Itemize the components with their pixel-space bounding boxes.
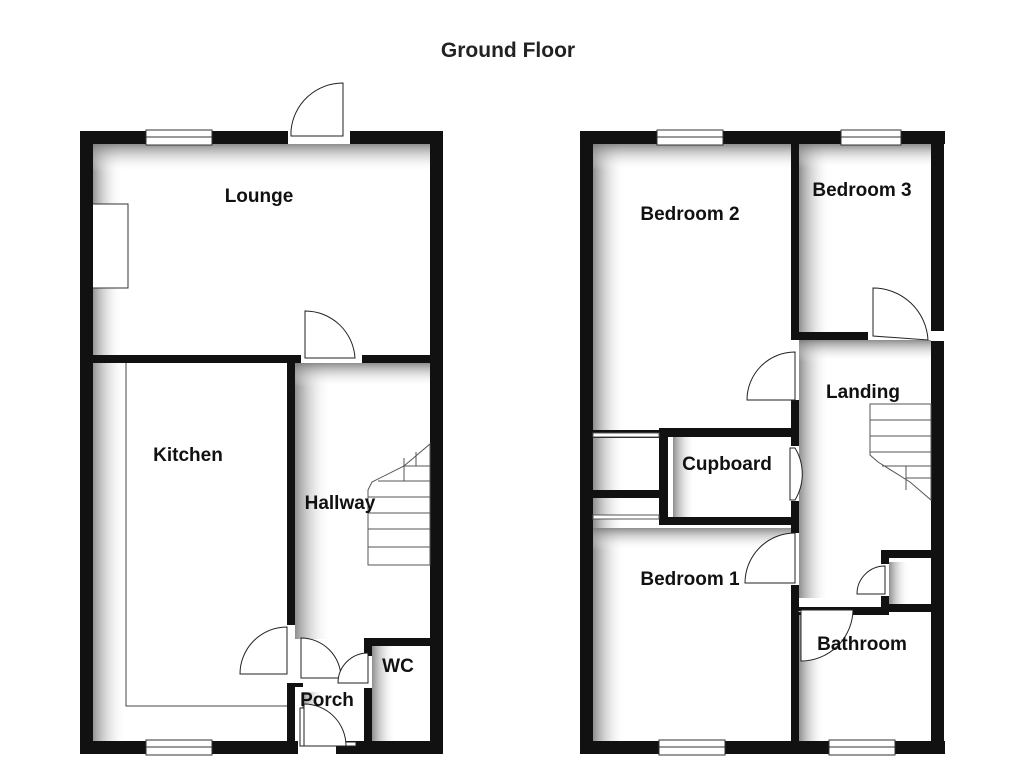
door-swing [856,565,886,595]
staircase [367,442,431,566]
door-swing [789,447,803,501]
room-label-porch: Porch [300,690,354,711]
room-label-bedroom-1: Bedroom 1 [640,569,740,590]
door-swing [304,310,356,359]
room-label-landing: Landing [826,382,900,403]
door-swing [290,82,344,137]
door-swing [800,609,854,662]
room-label-hallway: Hallway [305,493,376,514]
door-swing [337,652,369,684]
door-swing [872,287,929,341]
room-label-lounge: Lounge [225,186,294,207]
room-label-cupboard: Cupboard [682,454,772,475]
kitchen-worktop [125,363,289,707]
fireplace [91,203,129,289]
door-swing [300,637,342,679]
plan-title: Ground Floor [441,39,575,62]
door-swing [744,532,796,584]
left-building: Lounge Kitchen Hallway Porch WC [80,82,443,756]
room-label-bedroom-2: Bedroom 2 [640,204,739,225]
room-label-bathroom: Bathroom [817,634,907,655]
door-swing [746,351,796,401]
room-label-kitchen: Kitchen [153,445,223,466]
room-label-bedroom-3: Bedroom 3 [812,180,911,201]
door-swing [303,703,347,747]
right-building: Bedroom 2 Bedroom 3 Landing Cupboard Bed… [580,129,945,756]
staircase [869,403,932,502]
room-label-wc: WC [382,656,414,677]
door-swing [239,626,288,675]
